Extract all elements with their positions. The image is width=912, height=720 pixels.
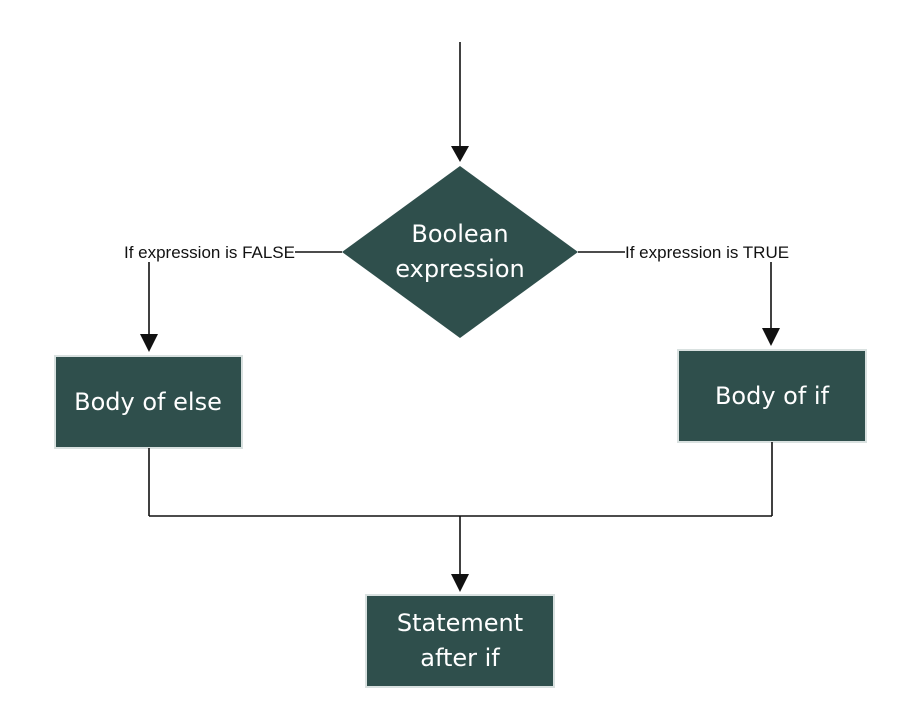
after-box [365, 594, 555, 688]
merge-arrow-head [451, 574, 469, 592]
entry-arrow-head [451, 146, 469, 162]
decision-diamond [342, 166, 578, 338]
if-body-label: Body of if [715, 382, 830, 410]
after-label-line1: Statement [397, 609, 523, 637]
false-branch-label: If expression is FALSE [124, 243, 295, 262]
false-branch-arrow-head [140, 334, 158, 352]
else-body-box [54, 355, 243, 449]
decision-label-line2: expression [395, 255, 524, 283]
decision-label-line1: Boolean [411, 220, 508, 248]
true-branch-arrow-head [762, 328, 780, 346]
else-body-label: Body of else [74, 388, 222, 416]
true-branch-label: If expression is TRUE [625, 243, 789, 262]
after-label-line2: after if [420, 644, 500, 672]
